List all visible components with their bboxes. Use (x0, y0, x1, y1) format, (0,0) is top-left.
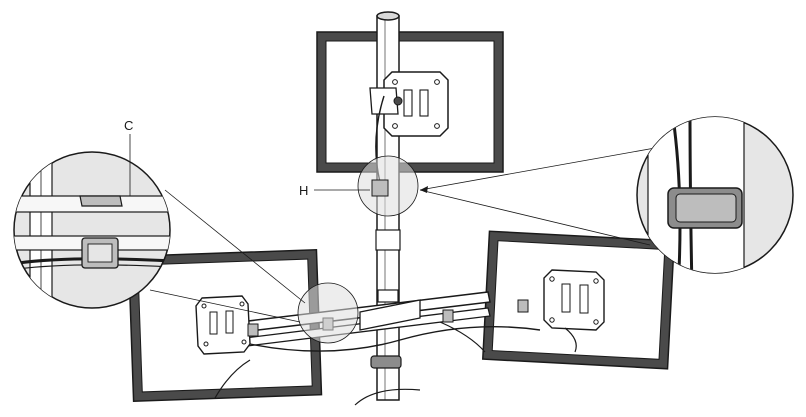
label-h: H (299, 183, 308, 198)
arrowhead (420, 186, 428, 193)
leader-lines (149, 147, 656, 323)
vesa-bracket-right (543, 269, 605, 353)
vesa-bracket-top (369, 71, 449, 183)
label-c: C (124, 118, 133, 133)
clip-h (371, 179, 389, 197)
detail-zoom-right (636, 116, 794, 274)
detail-zoom-left (13, 151, 171, 309)
vesa-bracket-left (195, 295, 251, 355)
highlight-circle-arm (297, 282, 359, 344)
